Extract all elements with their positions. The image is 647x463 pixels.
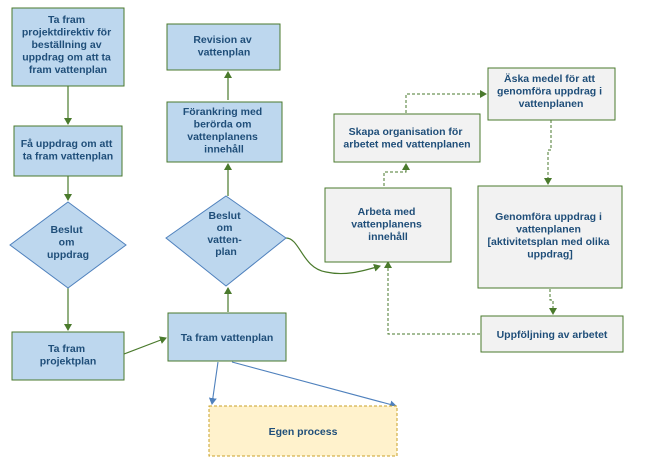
node-projektplan-line-2: projektplan — [40, 356, 97, 368]
node-forankring-line-2: berörda om — [194, 119, 252, 131]
node-egen-process-line-1: Egen process — [269, 426, 338, 438]
node-projektdirektiv-line-4: uppdrag om att ta — [22, 52, 111, 64]
node-skapa-organisation: Skapa organisation för arbetet med vatte… — [333, 113, 481, 163]
node-arbeta-med-line-3: innehåll — [368, 231, 408, 243]
node-forankring-line-3: vattenplanens — [187, 131, 258, 143]
node-skapa-organisation-line-1: Skapa organisation för — [349, 126, 463, 138]
node-arbeta-med: Arbeta med vattenplanens innehåll — [324, 187, 452, 263]
connector-beslut-to-arbeta — [285, 237, 381, 275]
node-egen-process: Egen process — [208, 405, 398, 457]
node-aska-medel: Äska medel för att genomföra uppdrag i v… — [487, 67, 616, 121]
node-projektplan-line-1: Ta fram — [48, 343, 85, 355]
connector-skapa-to-aska — [405, 90, 487, 113]
node-projektdirektiv-line-5: fram vattenplan — [29, 64, 107, 76]
svg-text:Genomföra uppdrag i vatt: Genomföra uppdrag i vattenplanen [aktivi… — [488, 211, 613, 261]
svg-text:Uppföljning av arbetet: Uppföljning av arbetet — [497, 329, 608, 341]
connector-vattenplan-to-egen-left — [208, 361, 219, 405]
node-aska-medel-line-1: Äska medel för att — [504, 72, 596, 85]
svg-text:Ta fram vattenplan: Ta fram vattenplan — [181, 332, 274, 344]
node-fa-uppdrag: Få uppdrag om att ta fram vattenplan — [13, 125, 123, 177]
node-forankring-line-4: innehåll — [204, 144, 244, 156]
node-skapa-organisation-line-2: arbetet med vattenplanen — [343, 139, 470, 151]
connector-projektplan-to-vattenplan — [123, 336, 167, 355]
connector-aska-to-genomfora — [544, 120, 552, 185]
node-beslut-vattenplan-line-3: vatten- — [207, 234, 242, 246]
svg-text:Beslut om vatten-: Beslut om vatten- plan — [207, 210, 244, 258]
connector-vattenplan-to-egen-right — [231, 361, 397, 409]
svg-text:Egen process: Egen process — [269, 426, 338, 438]
node-genomfora: Genomföra uppdrag i vattenplanen [aktivi… — [477, 185, 623, 289]
node-projektplan: Ta fram projektplan — [11, 331, 125, 381]
node-ta-fram-vattenplan-line-1: Ta fram vattenplan — [181, 332, 274, 344]
svg-text:Revision av vattenplan: Revision av vattenplan — [193, 34, 254, 59]
node-beslut-vattenplan-line-4: plan — [215, 246, 237, 258]
svg-text:Äska medel för att genom: Äska medel för att genomföra uppdrag i v… — [497, 72, 605, 110]
node-forankring-line-1: Förankring med — [183, 106, 262, 118]
connector-arbeta-to-skapa — [383, 163, 410, 186]
node-revision-line-1: Revision av — [193, 34, 252, 46]
node-arbeta-med-line-2: vattenplanens — [351, 219, 422, 231]
svg-text:Arbeta med vattenplanens: Arbeta med vattenplanens innehåll — [351, 206, 425, 243]
node-projektdirektiv-line-2: projektdirektiv för — [22, 27, 111, 39]
node-revision: Revision av vattenplan — [166, 23, 281, 71]
node-beslut-uppdrag: Beslut om uppdrag — [9, 201, 127, 289]
node-genomfora-line-2: vattenplanen — [516, 224, 581, 236]
node-genomfora-line-3: [aktivitetsplan med olika — [488, 236, 610, 248]
node-beslut-uppdrag-line-3: uppdrag — [47, 249, 89, 261]
node-beslut-uppdrag-line-1: Beslut — [50, 224, 83, 236]
node-ta-fram-vattenplan: Ta fram vattenplan — [167, 312, 287, 362]
node-revision-line-2: vattenplan — [198, 47, 251, 59]
node-beslut-vattenplan-line-2: om — [217, 222, 233, 234]
connector-uppfoljning-to-arbeta — [384, 261, 480, 335]
node-beslut-vattenplan: Beslut om vatten- plan — [165, 195, 287, 287]
svg-text:Ta fram projektplan: Ta fram projektplan — [40, 343, 97, 368]
node-uppfoljning-line-1: Uppföljning av arbetet — [497, 329, 608, 341]
node-projektdirektiv-line-1: Ta fram — [48, 14, 85, 26]
node-fa-uppdrag-line-1: Få uppdrag om att — [21, 138, 113, 150]
node-genomfora-line-4: uppdrag] — [527, 249, 573, 261]
node-beslut-uppdrag-line-2: om — [59, 237, 75, 249]
node-aska-medel-line-2: genomföra uppdrag i — [497, 86, 602, 98]
node-arbeta-med-line-1: Arbeta med — [358, 206, 416, 218]
node-fa-uppdrag-line-2: ta fram vattenplan — [23, 151, 113, 163]
svg-text:Beslut om uppdrag: Beslut om uppdrag — [47, 224, 89, 261]
node-aska-medel-line-3: vattenplanen — [519, 98, 584, 110]
node-projektdirektiv: Ta fram projektdirektiv för beställning … — [11, 7, 125, 87]
node-beslut-vattenplan-line-1: Beslut — [208, 210, 241, 222]
svg-text:Ta fram projektdirektiv: Ta fram projektdirektiv för beställning … — [22, 14, 114, 76]
node-uppfoljning: Uppföljning av arbetet — [480, 315, 624, 353]
svg-text:Skapa organisation för a: Skapa organisation för arbetet med vatte… — [343, 126, 470, 151]
node-forankring: Förankring med berörda om vattenplanens … — [166, 101, 283, 163]
svg-text:Förankring med berörda o: Förankring med berörda om vattenplanens … — [183, 106, 265, 156]
node-genomfora-line-1: Genomföra uppdrag i — [495, 211, 602, 223]
connectors — [64, 71, 557, 409]
connector-genomfora-to-uppfoljning — [549, 289, 557, 315]
svg-text:Få uppdrag om att ta fra: Få uppdrag om att ta fram vattenplan — [21, 138, 116, 163]
node-projektdirektiv-line-3: beställning av — [32, 39, 102, 51]
